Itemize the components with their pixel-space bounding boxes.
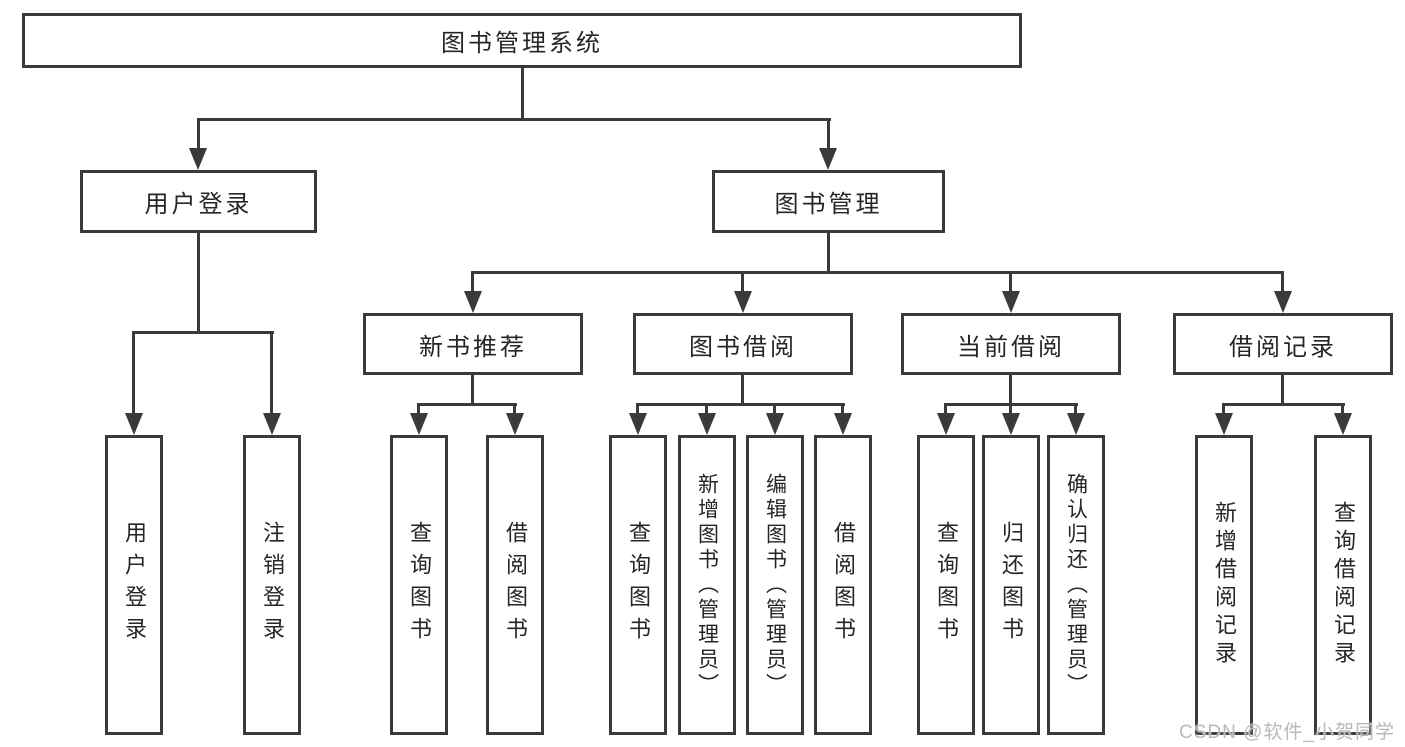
arrowhead-down — [263, 413, 281, 435]
leaf-label: 借阅图书 — [831, 521, 856, 649]
arrowhead-down — [766, 413, 784, 435]
connector — [944, 403, 947, 414]
connector — [827, 233, 830, 273]
connector — [132, 331, 135, 413]
connector — [1222, 403, 1225, 414]
arrowhead-down — [734, 291, 752, 313]
connector — [636, 403, 639, 414]
connector — [1281, 271, 1284, 292]
watermark: CSDN @软件_小贺同学 — [1179, 722, 1395, 743]
connector — [741, 375, 744, 405]
connector — [471, 271, 474, 292]
arrowhead-down — [506, 413, 524, 435]
leaf-label: 新增图书（管理员） — [695, 472, 719, 698]
leaf-query-books-current: 查询图书 — [917, 435, 975, 735]
node-label: 图书借阅 — [689, 333, 797, 361]
node-borrowing-records: 借阅记录 — [1173, 313, 1393, 375]
connector — [1281, 375, 1284, 405]
node-user-login: 用户登录 — [80, 170, 317, 233]
connector — [841, 403, 844, 414]
leaf-label: 用户登录 — [122, 521, 147, 649]
connector — [521, 68, 524, 119]
arrowhead-down — [1274, 291, 1292, 313]
connector — [471, 271, 1284, 274]
arrowhead-down — [1067, 413, 1085, 435]
leaf-label: 查询图书 — [626, 521, 651, 649]
node-label: 借阅记录 — [1229, 333, 1337, 361]
arrowhead-down — [464, 291, 482, 313]
arrowhead-down — [819, 148, 837, 170]
leaf-query-borrow-record: 查询借阅记录 — [1314, 435, 1372, 735]
leaf-add-books-admin: 新增图书（管理员） — [678, 435, 736, 735]
leaf-borrow-books-borrowing: 借阅图书 — [814, 435, 872, 735]
leaf-label: 新增借阅记录 — [1212, 501, 1237, 669]
connector — [827, 118, 830, 149]
leaf-label: 查询图书 — [934, 521, 959, 649]
connector — [741, 271, 744, 292]
arrowhead-down — [125, 413, 143, 435]
connector — [1341, 403, 1344, 414]
connector — [1009, 375, 1012, 405]
node-book-management-system: 图书管理系统 — [22, 13, 1022, 68]
connector — [197, 118, 831, 121]
connector — [417, 403, 420, 414]
arrowhead-down — [1002, 291, 1020, 313]
node-label: 新书推荐 — [419, 333, 527, 361]
connector — [513, 403, 516, 414]
node-label: 图书管理 — [774, 191, 883, 218]
arrowhead-down — [834, 413, 852, 435]
arrowhead-down — [1215, 413, 1233, 435]
arrowhead-down — [1002, 413, 1020, 435]
connector — [1074, 403, 1077, 414]
leaf-label: 查询图书 — [407, 521, 432, 649]
leaf-return-books: 归还图书 — [982, 435, 1040, 735]
leaf-label: 归还图书 — [999, 521, 1024, 649]
leaf-label: 确认归还（管理员） — [1064, 472, 1088, 698]
connector — [1222, 403, 1345, 406]
node-label: 图书管理系统 — [441, 30, 603, 57]
connector — [197, 118, 200, 149]
arrowhead-down — [410, 413, 428, 435]
connector — [471, 375, 474, 405]
arrowhead-down — [1334, 413, 1352, 435]
leaf-user-login: 用户登录 — [105, 435, 163, 735]
arrowhead-down — [629, 413, 647, 435]
node-current-borrowing: 当前借阅 — [901, 313, 1121, 375]
leaf-label: 编辑图书（管理员） — [763, 472, 787, 698]
connector — [773, 403, 776, 414]
leaf-edit-books-admin: 编辑图书（管理员） — [746, 435, 804, 735]
connector — [1009, 403, 1012, 414]
connector — [705, 403, 708, 414]
node-new-book-recommend: 新书推荐 — [363, 313, 583, 375]
node-label: 用户登录 — [144, 191, 253, 218]
leaf-logout: 注销登录 — [243, 435, 301, 735]
arrowhead-down — [189, 148, 207, 170]
arrowhead-down — [937, 413, 955, 435]
leaf-confirm-return-admin: 确认归还（管理员） — [1047, 435, 1105, 735]
connector — [417, 403, 517, 406]
leaf-add-borrow-record: 新增借阅记录 — [1195, 435, 1253, 735]
arrowhead-down — [698, 413, 716, 435]
leaf-query-books-recommend: 查询图书 — [390, 435, 448, 735]
connector — [636, 403, 845, 406]
node-book-borrowing: 图书借阅 — [633, 313, 853, 375]
leaf-label: 查询借阅记录 — [1331, 501, 1356, 669]
connector — [270, 331, 273, 413]
connector — [197, 233, 200, 333]
leaf-query-books-borrowing: 查询图书 — [609, 435, 667, 735]
leaf-label: 注销登录 — [260, 521, 285, 649]
leaf-borrow-books-recommend: 借阅图书 — [486, 435, 544, 735]
connector — [132, 331, 274, 334]
node-label: 当前借阅 — [957, 333, 1065, 361]
node-book-management: 图书管理 — [712, 170, 945, 233]
leaf-label: 借阅图书 — [503, 521, 528, 649]
connector — [1009, 271, 1012, 292]
